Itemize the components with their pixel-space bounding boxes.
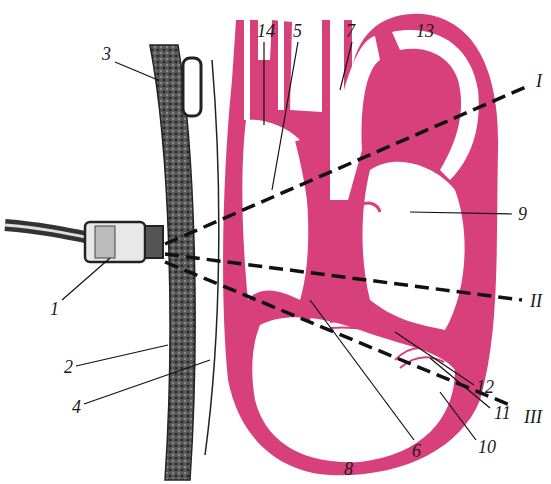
callout-number: 2 xyxy=(62,358,75,376)
callout-number: I xyxy=(534,72,544,90)
callout-number: 9 xyxy=(516,205,529,223)
callout-number: 5 xyxy=(291,22,304,40)
pericardium xyxy=(205,60,219,455)
callout-number: 8 xyxy=(342,460,355,478)
callout-number: III xyxy=(522,408,544,426)
callout-number: 12 xyxy=(474,378,496,396)
callout-number: 13 xyxy=(414,22,436,40)
callout-number: 1 xyxy=(48,300,61,318)
leader-line xyxy=(62,42,512,440)
callout-number: 7 xyxy=(344,22,357,40)
callout-number: 6 xyxy=(410,442,423,460)
callout-number: II xyxy=(528,292,544,310)
callout-number: 3 xyxy=(100,45,113,63)
callout-number: 14 xyxy=(255,22,277,40)
callout-number: 4 xyxy=(70,398,83,416)
heart xyxy=(223,14,498,475)
ultrasound-beam xyxy=(165,86,528,405)
callout-number: 10 xyxy=(476,438,498,456)
transducer xyxy=(85,222,163,262)
callout-number: 11 xyxy=(492,404,513,422)
rib xyxy=(183,58,201,116)
